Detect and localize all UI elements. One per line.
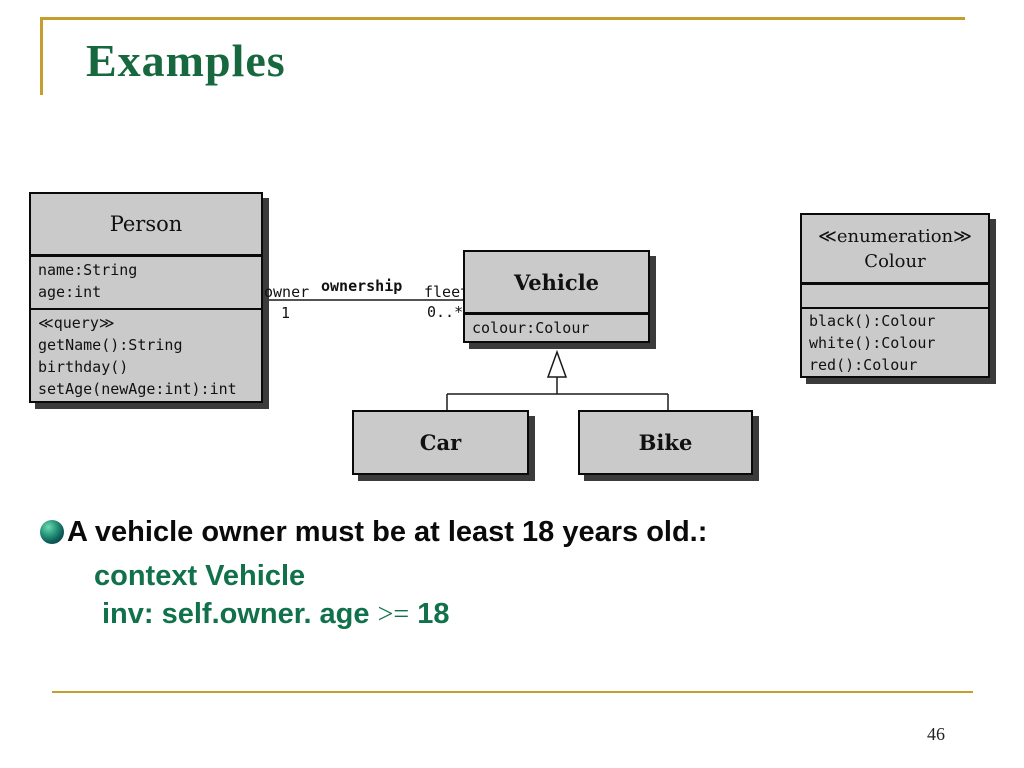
bottom-rule: [52, 691, 973, 693]
enum-box-colour: ≪enumeration≫ Colour black():Colour whit…: [800, 213, 990, 378]
association-name-label: ownership: [321, 277, 403, 295]
bullet-item: A vehicle owner must be at least 18 year…: [40, 514, 707, 550]
role-fleet-label: fleet: [424, 283, 470, 301]
operation-line: black():Colour: [809, 312, 936, 330]
ocl-inv-operator: >=: [377, 599, 410, 630]
role-owner-label: owner: [264, 283, 310, 301]
left-rule: [40, 17, 43, 95]
class-name: Bike: [638, 430, 693, 455]
ocl-context-line: context Vehicle: [94, 560, 306, 592]
class-name: Car: [419, 430, 462, 455]
empty-attributes-compartment: [802, 285, 988, 309]
operation-line: white():Colour: [809, 334, 936, 352]
operation-line: getName():String: [38, 336, 183, 354]
class-name: Vehicle: [465, 252, 648, 315]
operation-line: ≪query≫: [38, 314, 115, 332]
generalization-triangle-icon: [546, 349, 568, 378]
operation-line: setAge(newAge:int):int: [38, 380, 237, 398]
top-rule: [40, 17, 965, 20]
class-name: Person: [31, 194, 261, 257]
attribute-line: name:String: [38, 261, 138, 279]
class-name: Colour: [864, 250, 926, 272]
globe-bullet-icon: [40, 520, 64, 544]
class-box-vehicle: Vehicle colour:Colour: [463, 250, 650, 343]
multiplicity-fleet: 0..*: [427, 303, 464, 321]
bullet-text: A vehicle owner must be at least 18 year…: [67, 516, 708, 548]
class-box-person: Person name:String age:int ≪query≫ getNa…: [29, 192, 263, 403]
operation-line: birthday(): [38, 358, 129, 376]
slide-title: Examples: [86, 35, 286, 86]
ocl-inv-value: 18: [409, 598, 450, 630]
operation-line: red():Colour: [809, 356, 918, 374]
ocl-inv-line: inv: self.owner. age >= 18: [102, 596, 450, 633]
attribute-line: colour:Colour: [472, 319, 590, 337]
multiplicity-owner: 1: [281, 304, 291, 322]
ocl-inv-text: inv: self.owner. age: [102, 598, 378, 630]
class-box-car: Car: [352, 410, 529, 475]
attribute-line: age:int: [38, 283, 102, 301]
stereotype-label: ≪enumeration≫: [817, 225, 972, 247]
page-number: 46: [927, 724, 945, 744]
class-box-bike: Bike: [578, 410, 753, 475]
